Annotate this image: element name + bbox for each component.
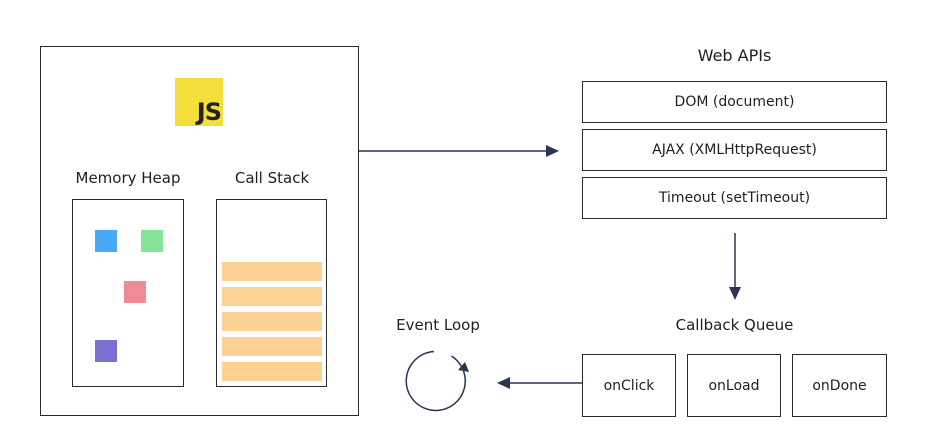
queue-item-onclick: onClick — [582, 354, 676, 417]
queue-item-ondone: onDone — [792, 354, 887, 417]
engine-to-webapis-arrow — [359, 145, 559, 157]
js-logo-text: JS — [196, 98, 222, 126]
heap-object-green — [141, 230, 163, 252]
queue-item-onload: onLoad — [687, 354, 781, 417]
js-logo: JS — [175, 78, 223, 126]
stack-frame — [222, 312, 322, 331]
callback-queue-title: Callback Queue — [675, 316, 794, 334]
web-apis-title: Web APIs — [697, 46, 772, 65]
stack-frame — [222, 362, 322, 381]
stack-frame — [222, 287, 322, 306]
queue-to-loop-arrow — [497, 377, 582, 389]
call-stack-label: Call Stack — [234, 169, 310, 187]
stack-frame — [222, 337, 322, 356]
webapis-to-queue-arrow — [729, 233, 741, 300]
heap-object-blue — [95, 230, 117, 252]
memory-heap-label: Memory Heap — [75, 169, 181, 187]
web-api-ajax: AJAX (XMLHttpRequest) — [582, 129, 887, 171]
heap-object-purple — [95, 340, 117, 362]
event-loop-label: Event Loop — [396, 316, 480, 334]
event-loop-icon — [405, 350, 469, 412]
web-api-dom: DOM (document) — [582, 81, 887, 123]
web-api-timeout: Timeout (setTimeout) — [582, 177, 887, 219]
heap-object-red — [124, 281, 146, 303]
stack-frame — [222, 262, 322, 281]
